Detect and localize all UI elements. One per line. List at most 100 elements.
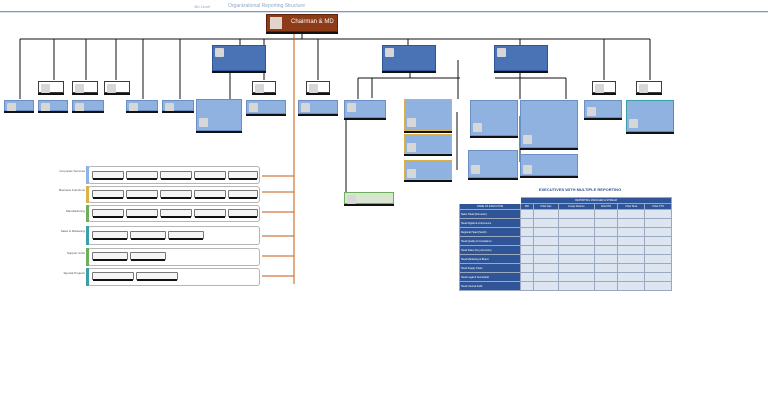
chip[interactable] [92, 171, 124, 180]
chip[interactable] [92, 190, 124, 199]
avatar [497, 48, 506, 57]
chairman-box[interactable]: Chairman & MD [266, 14, 338, 32]
exec-table-title: EXECUTIVES WITH MULTIPLE REPORTING [538, 187, 622, 192]
function-label: Corporate Services [59, 169, 85, 173]
org-card[interactable] [592, 81, 616, 93]
chip[interactable] [130, 252, 166, 261]
chip[interactable] [228, 209, 258, 218]
org-card[interactable] [72, 81, 98, 93]
chip[interactable] [194, 209, 226, 218]
avatar [629, 119, 638, 128]
table-row: Head Internal Audit [458, 281, 672, 291]
card-name-bar [306, 93, 330, 95]
org-card-blue[interactable] [494, 45, 548, 71]
org-card-large[interactable] [470, 100, 518, 136]
chip[interactable] [130, 231, 166, 240]
chip-row [92, 272, 257, 281]
strip-accent [86, 226, 89, 245]
table-row: Head Sales (Key Accounts) [458, 245, 672, 255]
org-card-blue[interactable] [212, 45, 266, 71]
avatar [41, 103, 50, 112]
org-card[interactable] [38, 100, 68, 112]
chip[interactable] [92, 209, 124, 218]
chip[interactable] [136, 272, 178, 281]
card-name-bar [344, 118, 386, 120]
org-card[interactable] [636, 81, 662, 93]
org-card[interactable] [520, 154, 578, 176]
card-name-bar [4, 111, 34, 113]
org-card[interactable] [584, 100, 622, 118]
card-name-bar [468, 178, 518, 180]
card-name-bar [344, 204, 394, 206]
avatar [255, 84, 264, 93]
avatar [385, 48, 394, 57]
chip-row [92, 209, 258, 218]
chip[interactable] [160, 190, 192, 199]
table-row: Head Quality & Compliance [458, 236, 672, 246]
avatar [75, 84, 84, 93]
card-name-bar [72, 111, 104, 113]
org-card-large[interactable] [196, 99, 242, 131]
card-name-bar [584, 118, 622, 120]
org-card-large[interactable] [626, 100, 674, 132]
chip[interactable] [126, 190, 158, 199]
org-card[interactable] [404, 134, 452, 154]
card-name-bar [126, 111, 158, 113]
org-card[interactable] [298, 100, 338, 114]
org-card[interactable] [4, 100, 34, 112]
avatar [107, 84, 116, 93]
org-card-large[interactable] [468, 150, 518, 178]
header-rule-light [0, 12, 768, 13]
avatar [347, 103, 356, 112]
org-card[interactable] [404, 160, 452, 180]
org-card-large[interactable] [520, 100, 578, 148]
org-card[interactable] [246, 100, 286, 114]
chip[interactable] [92, 231, 128, 240]
card-name-bar [104, 93, 130, 95]
function-label: Sales & Marketing [60, 229, 85, 233]
strip-accent [86, 268, 89, 286]
chip[interactable] [92, 252, 128, 261]
chip[interactable] [194, 190, 226, 199]
avatar [41, 84, 50, 93]
org-card-large[interactable] [404, 99, 452, 131]
avatar [270, 17, 282, 29]
avatar [199, 118, 208, 127]
chip-row [92, 190, 258, 199]
org-card[interactable] [38, 81, 64, 93]
avatar [407, 143, 416, 152]
card-name-bar [246, 114, 286, 116]
chip[interactable] [126, 171, 158, 180]
org-card[interactable] [252, 81, 276, 93]
org-card[interactable] [344, 192, 394, 204]
strip-accent [86, 186, 89, 203]
avatar [523, 135, 532, 144]
page-title: Organizational Reporting Structure [228, 3, 305, 9]
chip[interactable] [228, 190, 258, 199]
chip-row [92, 231, 257, 240]
org-card[interactable] [344, 100, 386, 118]
avatar [215, 48, 224, 57]
table-row: Head Legal & Secretarial [458, 272, 672, 282]
org-card[interactable] [126, 100, 158, 112]
chip[interactable] [168, 231, 204, 240]
chip[interactable] [160, 209, 192, 218]
org-card[interactable] [72, 100, 104, 112]
table-row: Head Marketing & Brand [458, 254, 672, 264]
chip[interactable] [228, 171, 258, 180]
chip[interactable] [92, 272, 134, 281]
table-row: Sales Head (Domestic) [458, 209, 672, 219]
strip-accent [86, 248, 89, 266]
org-card-blue[interactable] [382, 45, 436, 71]
card-name-bar [404, 180, 452, 182]
org-card[interactable] [306, 81, 330, 93]
org-card[interactable] [104, 81, 130, 93]
chip[interactable] [194, 171, 226, 180]
avatar [249, 103, 258, 112]
chip[interactable] [126, 209, 158, 218]
avatar [407, 118, 416, 127]
chip[interactable] [160, 171, 192, 180]
card-name-bar [520, 148, 578, 150]
card-name-bar [72, 93, 98, 95]
org-card[interactable] [162, 100, 194, 112]
